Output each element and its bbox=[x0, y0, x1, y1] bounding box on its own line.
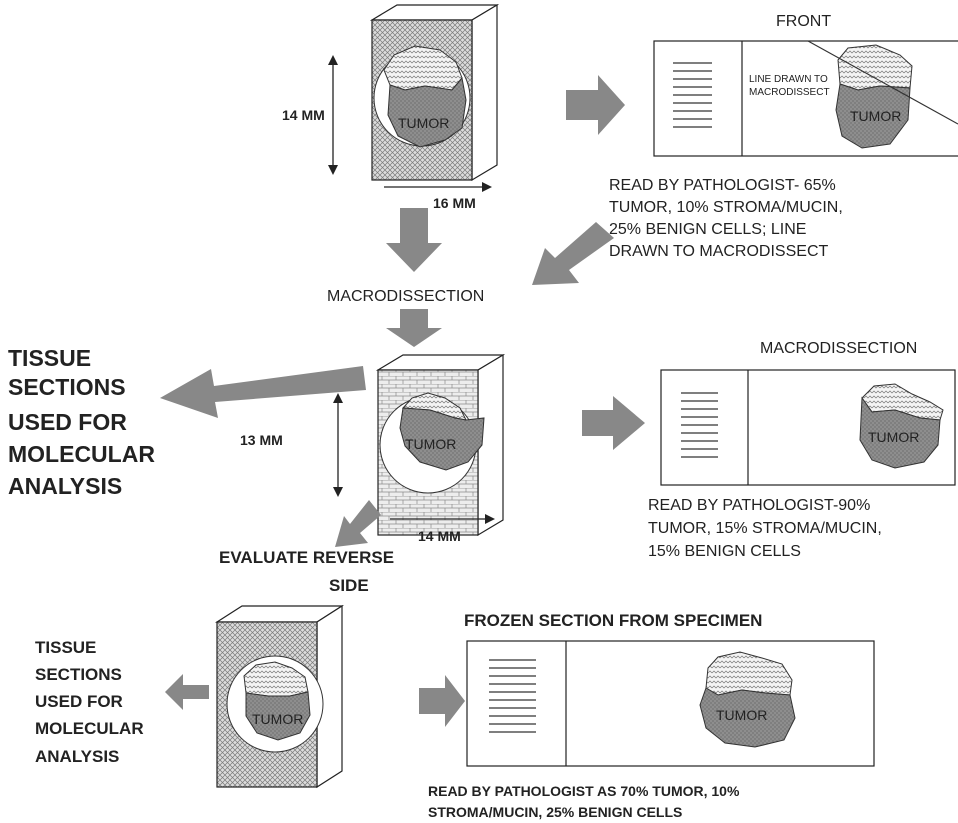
slide-note-line-2: MACRODISSECT bbox=[749, 87, 830, 98]
side2-line-2: SECTIONS bbox=[8, 374, 126, 400]
frozen-slide: TUMOR bbox=[466, 640, 875, 767]
side3-line-3: USED FOR bbox=[35, 692, 123, 711]
side-label-3: TISSUE SECTIONS USED FOR MOLECULAR ANALY… bbox=[35, 638, 144, 766]
frozen-slide-title: FROZEN SECTION FROM SPECIMEN bbox=[464, 611, 762, 630]
frozen-block: TUMOR bbox=[214, 604, 345, 789]
side3-line-2: SECTIONS bbox=[35, 665, 122, 684]
height-label: 14 MM bbox=[282, 107, 325, 123]
slide-tumor-label: TUMOR bbox=[850, 108, 901, 124]
slide-label-lines bbox=[681, 392, 718, 458]
evaluate-reverse-label: EVALUATE REVERSE SIDE bbox=[219, 548, 394, 595]
front-block: TUMOR bbox=[369, 3, 500, 182]
side3-line-5: ANALYSIS bbox=[35, 747, 119, 766]
arrow-down-to-macrodissection bbox=[386, 208, 442, 272]
front-reading-line-4: DRAWN TO MACRODISSECT bbox=[609, 243, 829, 260]
macro-width-dimension: 14 MM bbox=[390, 514, 495, 544]
front-reading-line-1: READ BY PATHOLOGIST- 65% bbox=[609, 177, 836, 194]
front-reading-text: READ BY PATHOLOGIST- 65% TUMOR, 10% STRO… bbox=[609, 177, 843, 260]
side3-line-1: TISSUE bbox=[35, 638, 96, 657]
front-width-dimension: 16 MM bbox=[384, 182, 492, 211]
slide-note-line-1: LINE DRAWN TO bbox=[749, 74, 828, 85]
macrodissection-step-label: MACRODISSECTION bbox=[327, 288, 484, 305]
side2-line-5: ANALYSIS bbox=[8, 473, 122, 499]
reverse-line-2: SIDE bbox=[329, 576, 369, 595]
front-reading-line-2: TUMOR, 10% STROMA/MUCIN, bbox=[609, 199, 843, 216]
macro-reading-line-3: 15% BENIGN CELLS bbox=[648, 543, 801, 560]
arrow-down-to-block2 bbox=[386, 309, 442, 347]
arrow-to-front-slide bbox=[566, 75, 625, 135]
front-slide-title: FRONT bbox=[776, 13, 831, 30]
side2-line-4: MOLECULAR bbox=[8, 441, 155, 467]
frozen-reading-line-1: READ BY PATHOLOGIST AS 70% TUMOR, 10% bbox=[428, 783, 740, 799]
slide-label-lines bbox=[673, 62, 712, 128]
side2-line-3: USED FOR bbox=[8, 409, 127, 435]
frozen-reading-line-2: STROMA/MUCIN, 25% BENIGN CELLS bbox=[428, 804, 682, 820]
width-label-2: 14 MM bbox=[418, 528, 461, 544]
slide-label-lines bbox=[489, 659, 536, 733]
front-height-dimension: 14 MM bbox=[282, 55, 338, 175]
macro-height-dimension: 13 MM bbox=[240, 393, 343, 497]
front-reading-line-3: 25% BENIGN CELLS; LINE bbox=[609, 221, 806, 238]
frozen-reading-text: READ BY PATHOLOGIST AS 70% TUMOR, 10% ST… bbox=[428, 783, 740, 820]
tumor-label: TUMOR bbox=[398, 115, 449, 131]
arrow-to-molecular-analysis-3 bbox=[165, 674, 209, 710]
arrow-to-frozen-slide bbox=[419, 675, 465, 727]
macrodissected-block: TUMOR bbox=[375, 353, 506, 537]
side3-line-4: MOLECULAR bbox=[35, 719, 144, 738]
arrow-to-macro-slide bbox=[582, 396, 645, 450]
side2-line-1: TISSUE bbox=[8, 345, 91, 371]
arrow-to-reverse-side bbox=[335, 500, 381, 547]
height-label-2: 13 MM bbox=[240, 432, 283, 448]
side-label-2: TISSUE SECTIONS USED FOR MOLECULAR ANALY… bbox=[8, 345, 155, 499]
macro-slide: TUMOR bbox=[660, 369, 956, 486]
macro-reading-text: READ BY PATHOLOGIST-90% TUMOR, 15% STROM… bbox=[648, 497, 882, 560]
front-slide: TUMOR LINE DRAWN TO MACRODISSECT bbox=[653, 40, 958, 157]
frozen-slide-tumor-label: TUMOR bbox=[716, 707, 767, 723]
tumor-label-2: TUMOR bbox=[405, 436, 456, 452]
macro-reading-line-2: TUMOR, 15% STROMA/MUCIN, bbox=[648, 520, 882, 537]
macrodissection-line bbox=[807, 40, 958, 125]
reverse-line-1: EVALUATE REVERSE bbox=[219, 548, 394, 567]
arrow-to-molecular-analysis bbox=[160, 366, 366, 418]
arrow-from-reading bbox=[532, 222, 614, 285]
macro-slide-tumor-label: TUMOR bbox=[868, 429, 919, 445]
macro-reading-line-1: READ BY PATHOLOGIST-90% bbox=[648, 497, 870, 514]
tumor-region bbox=[387, 76, 467, 148]
width-label: 16 MM bbox=[433, 195, 476, 211]
tumor-label-3: TUMOR bbox=[252, 711, 303, 727]
macro-slide-title: MACRODISSECTION bbox=[760, 340, 917, 357]
